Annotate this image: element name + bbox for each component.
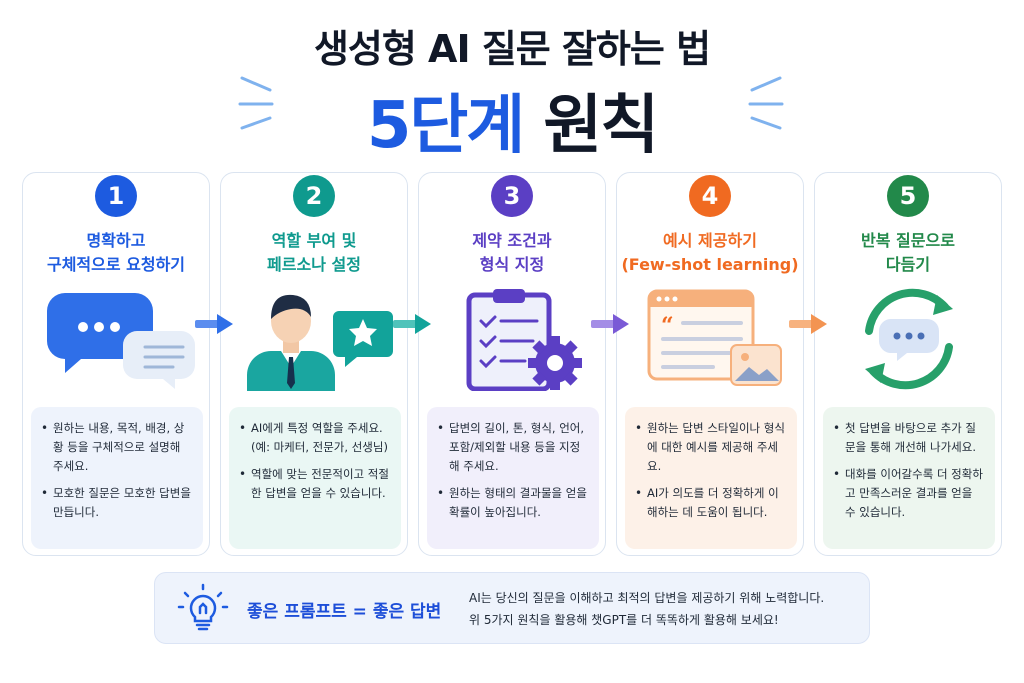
bullet-item: 모호한 질문은 모호한 답변을 만듭니다. <box>41 484 193 522</box>
arrow-right-icon <box>591 314 629 334</box>
step-title: 반복 질문으로 다듬기 <box>815 229 1001 277</box>
step-card-2: 2 역할 부여 및 페르소나 설정 AI에게 특정 역할을 주세요. (예: 마… <box>220 172 408 556</box>
bullet-item: AI에게 특정 역할을 주세요. (예: 마케터, 전문가, 선생님) <box>239 419 391 457</box>
page-title: 생성형 AI 질문 잘하는 법 <box>313 27 711 71</box>
step-title-line: 예시 제공하기 <box>663 231 757 250</box>
footer-desc-line: 위 5가지 원칙을 활용해 챗GPT를 더 똑똑하게 활용해 보세요! <box>469 613 779 627</box>
person-with-star-icon <box>247 294 393 391</box>
bullet-item: 답변의 길이, 톤, 형식, 언어, 포함/제외할 내용 등을 지정해 주세요. <box>437 419 589 476</box>
step-title-line: 명확하고 <box>86 231 146 250</box>
step-title-line: 역할 부여 및 <box>271 231 357 250</box>
step-number-badge: 4 <box>689 175 731 217</box>
subtitle-accent: 5단계 <box>366 89 525 163</box>
step-card-5: 5 반복 질문으로 다듬기 첫 답변을 바탕으로 추가 질문을 통해 개선해 나… <box>814 172 1002 556</box>
step-bullets: 원하는 내용, 목적, 배경, 상황 등을 구체적으로 설명해 주세요. 모호한… <box>31 407 203 549</box>
step-number-badge: 3 <box>491 175 533 217</box>
step-card-3: 3 제약 조건과 형식 지정 답변의 길이, 톤, 형식, 언어, 포함/제외할… <box>418 172 606 556</box>
refresh-chat-icon <box>865 288 953 390</box>
step-title-line: 반복 질문으로 <box>861 231 955 250</box>
step-title: 역할 부여 및 페르소나 설정 <box>221 229 407 277</box>
bullet-item: 원하는 답변 스타일이나 형식에 대한 예시를 제공해 주세요. <box>635 419 787 476</box>
step-number-badge: 2 <box>293 175 335 217</box>
step-title-line: 페르소나 설정 <box>267 255 361 274</box>
step-title-line: 구체적으로 요청하기 <box>46 255 186 274</box>
lightbulb-icon <box>177 583 229 631</box>
browser-quote-image-icon: “ <box>647 289 782 386</box>
clipboard-checklist-gear-icon <box>466 289 582 391</box>
arrow-right-icon <box>789 314 827 334</box>
bullet-item: 대화를 이어갈수록 더 정확하고 만족스러운 결과를 얻을 수 있습니다. <box>833 465 985 522</box>
step-bullets: 답변의 길이, 톤, 형식, 언어, 포함/제외할 내용 등을 지정해 주세요.… <box>427 407 599 549</box>
step-title-line: 다듬기 <box>885 255 931 274</box>
step-bullets: 첫 답변을 바탕으로 추가 질문을 통해 개선해 나가세요. 대화를 이어갈수록… <box>823 407 995 549</box>
arrow-right-icon <box>195 314 233 334</box>
step-card-4: 4 예시 제공하기 (Few-shot learning) “ 원하는 답변 스… <box>616 172 804 556</box>
step-title-line: 형식 지정 <box>479 255 545 274</box>
bullet-item: 원하는 형태의 결과물을 얻을 확률이 높아집니다. <box>437 484 589 522</box>
svg-text:“: “ <box>661 313 674 339</box>
step-card-1: 1 명확하고 구체적으로 요청하기 원하는 내용, 목적, 배경, 상황 등을 … <box>22 172 210 556</box>
footer-slogan: 좋은 프롬프트 = 좋은 답변 <box>247 602 442 622</box>
step-title-line: 제약 조건과 <box>472 231 552 250</box>
bullet-item: 원하는 내용, 목적, 배경, 상황 등을 구체적으로 설명해 주세요. <box>41 419 193 476</box>
footer-desc-line: AI는 당신의 질문을 이해하고 최적의 답변을 제공하기 위해 노력합니다. <box>469 591 825 605</box>
bullet-item: AI가 의도를 더 정확하게 이해하는 데 도움이 됩니다. <box>635 484 787 522</box>
arrow-right-icon <box>393 314 431 334</box>
step-bullets: 원하는 답변 스타일이나 형식에 대한 예시를 제공해 주세요. AI가 의도를… <box>625 407 797 549</box>
chat-bubbles-icon <box>47 293 195 389</box>
step-title-line: (Few-shot learning) <box>621 255 799 274</box>
page-subtitle: 5단계 원칙 <box>0 74 1024 166</box>
subtitle-rest: 원칙 <box>543 89 659 163</box>
footer-description: AI는 당신의 질문을 이해하고 최적의 답변을 제공하기 위해 노력합니다. … <box>469 587 824 631</box>
step-number-badge: 5 <box>887 175 929 217</box>
bullet-item: 첫 답변을 바탕으로 추가 질문을 통해 개선해 나가세요. <box>833 419 985 457</box>
bullet-item: 역할에 맞는 전문적이고 적절한 답변을 얻을 수 있습니다. <box>239 465 391 503</box>
step-title: 제약 조건과 형식 지정 <box>419 229 605 277</box>
step-title: 명확하고 구체적으로 요청하기 <box>23 229 209 277</box>
sparkle-lines-icon <box>748 76 784 130</box>
step-bullets: AI에게 특정 역할을 주세요. (예: 마케터, 전문가, 선생님) 역할에 … <box>229 407 401 549</box>
step-number-badge: 1 <box>95 175 137 217</box>
sparkle-lines-icon <box>238 76 274 130</box>
step-title: 예시 제공하기 (Few-shot learning) <box>617 229 803 277</box>
footer-banner: 좋은 프롬프트 = 좋은 답변 AI는 당신의 질문을 이해하고 최적의 답변을… <box>154 572 870 644</box>
